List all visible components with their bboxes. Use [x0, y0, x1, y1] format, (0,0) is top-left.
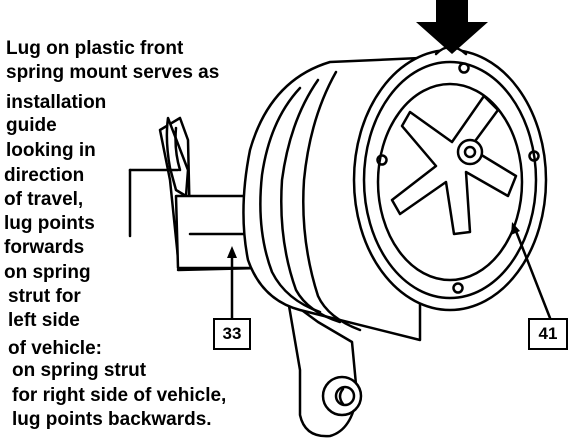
cross-pressing: [390, 94, 518, 236]
caption-line: installation: [6, 92, 107, 113]
caption-line: of vehicle:: [8, 338, 102, 359]
caption-line: looking in: [6, 140, 96, 161]
caption-line: for right side of vehicle,: [12, 385, 227, 406]
caption-line: spring mount serves as: [6, 62, 220, 83]
leader-arrowhead: [227, 246, 237, 258]
caption-line: on spring strut: [12, 360, 147, 381]
caption-line: Lug on plastic front: [6, 38, 184, 59]
caption-line: of travel,: [4, 189, 84, 210]
callout-41: 41: [528, 318, 568, 350]
leader-line-41: [512, 224, 552, 320]
caption-line: guide: [6, 115, 57, 136]
caption-line: on spring: [4, 262, 91, 283]
bracket-eye-outer: [321, 375, 363, 417]
bracket-eye-inner: [334, 385, 356, 407]
caption-line: lug points: [4, 213, 95, 234]
leader-arrowhead: [511, 222, 520, 235]
caption-line: strut for: [8, 286, 81, 307]
callout-33: 33: [213, 318, 251, 350]
caption-line: forwards: [4, 237, 85, 258]
mount-hole: [458, 62, 470, 74]
mount-hole: [528, 150, 540, 162]
mount-hole: [376, 154, 388, 166]
center-pin: [456, 138, 484, 166]
mount-hole: [452, 282, 464, 294]
caption-line: lug points backwards.: [12, 409, 212, 430]
caption-line: left side: [8, 310, 80, 331]
direction-arrow-icon: [416, 0, 488, 54]
caption-line: direction: [4, 165, 85, 186]
